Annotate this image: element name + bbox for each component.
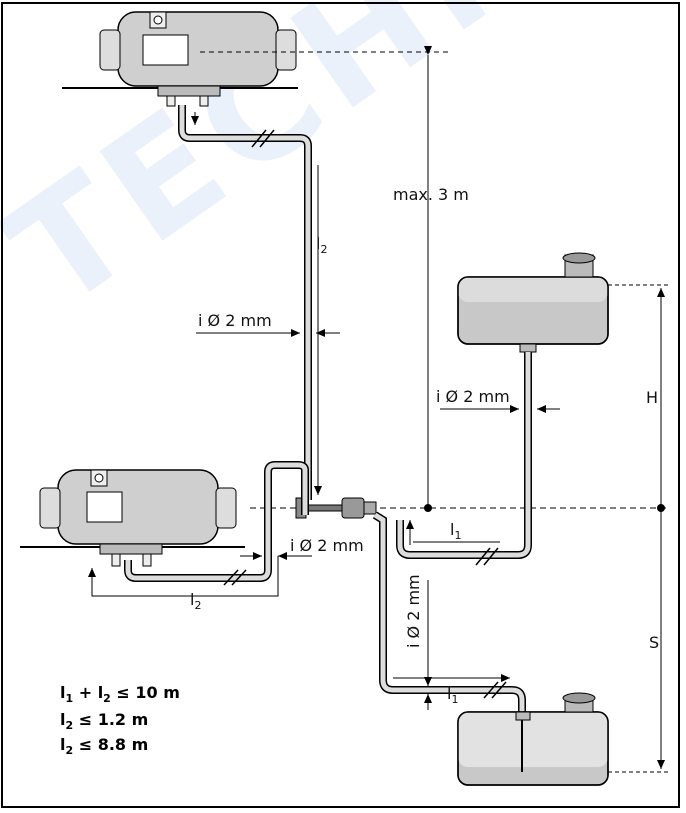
fuel-pipe-lower-heater — [88, 461, 309, 597]
dim-S-label: S — [649, 633, 660, 652]
height-origin-dot — [424, 504, 432, 512]
tank-upper — [457, 252, 609, 353]
fuel-pipe-upper-tank — [396, 352, 532, 566]
diam-mid-label: i Ø 2 mm — [290, 536, 364, 555]
heater-top — [62, 11, 298, 107]
l1-lower-label: l1 — [447, 684, 459, 706]
max-height-label: max. 3 m — [393, 185, 469, 204]
formula-line-3: l2 ≤ 8.8 m — [60, 735, 149, 757]
l2-upper-label: l2 — [316, 234, 328, 256]
diam-vertical-label: i Ø 2 mm — [404, 574, 423, 648]
l1-upper-label: l1 — [450, 520, 462, 542]
l2-lower-label: l2 — [190, 590, 202, 612]
formula-line-1: l1 + l2 ≤ 10 m — [60, 683, 180, 705]
diam-tank-label: i Ø 2 mm — [436, 387, 510, 406]
dim-origin-dot — [657, 504, 665, 512]
heater-lower — [20, 469, 245, 567]
formula-line-2: l2 ≤ 1.2 m — [60, 710, 149, 732]
tank-lower — [457, 692, 609, 786]
fuel-pipe-top — [178, 105, 312, 500]
dim-H-label: H — [646, 388, 659, 407]
diam-left-label: i Ø 2 mm — [198, 311, 272, 330]
fuel-pipe-lower-tank — [372, 511, 526, 712]
